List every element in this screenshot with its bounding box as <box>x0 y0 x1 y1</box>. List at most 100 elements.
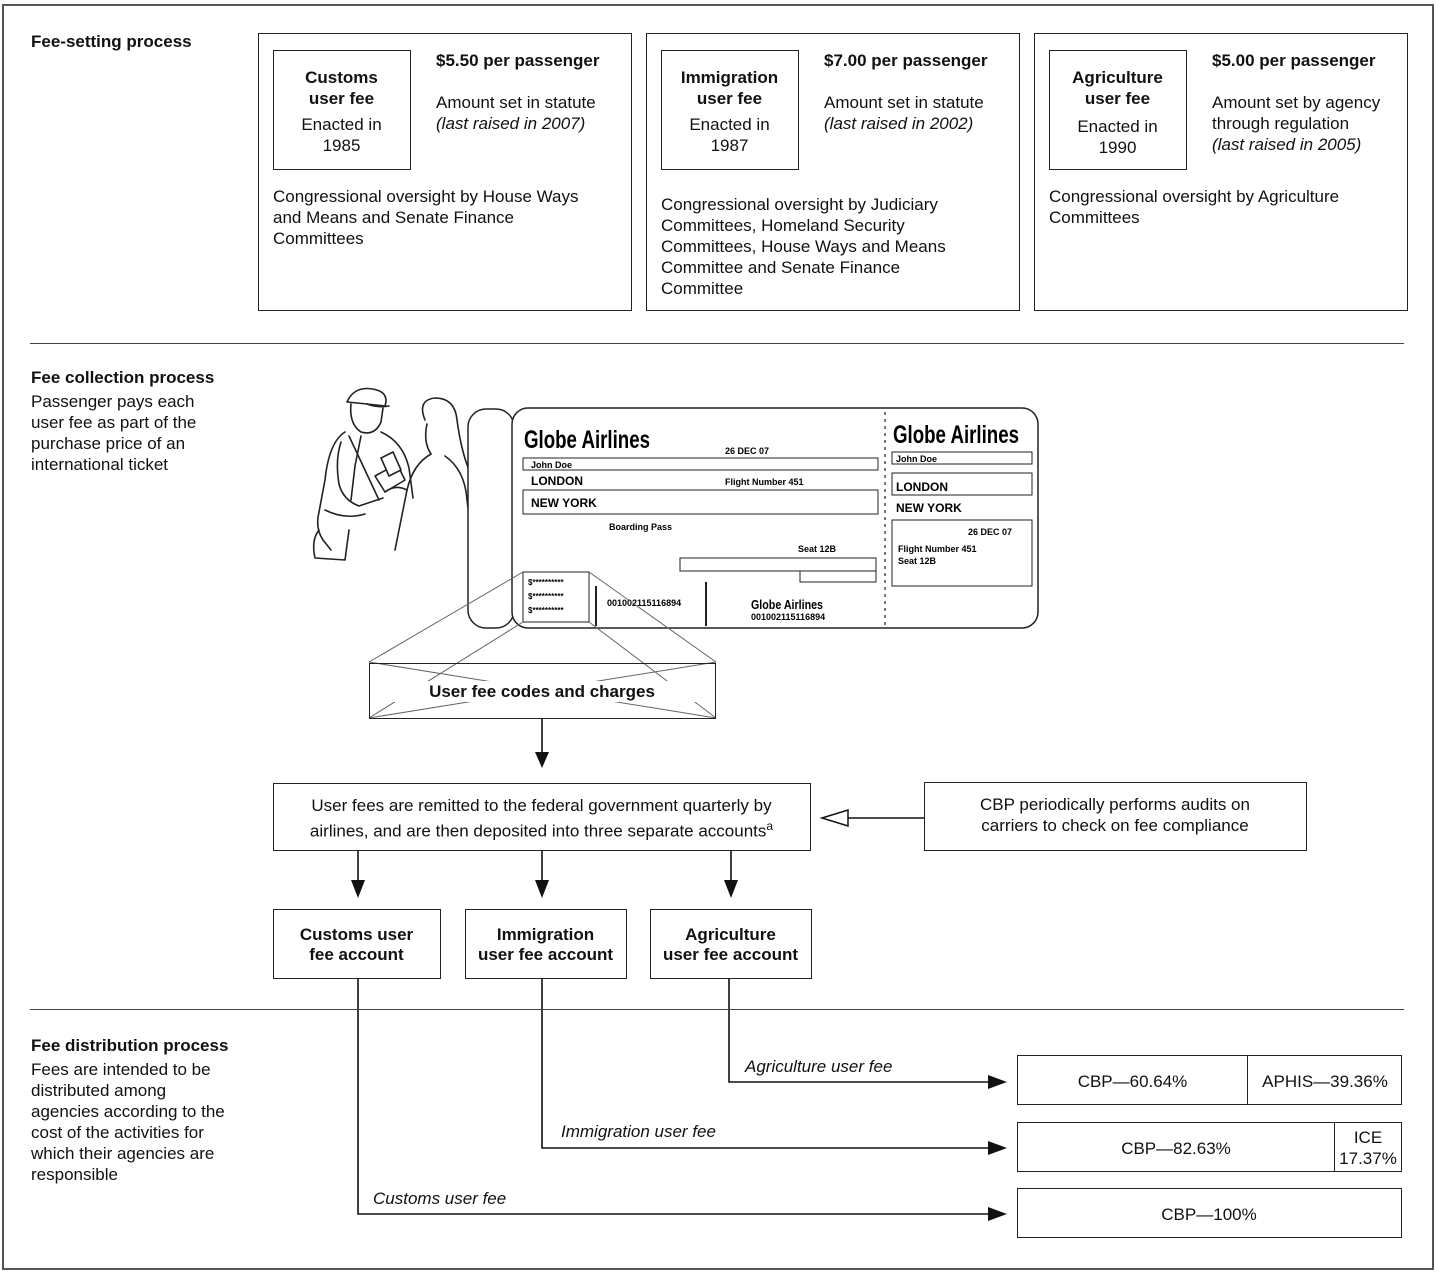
immigration-oversight-4: Committee and Senate Finance <box>661 258 901 277</box>
agriculture-fee-name-2: user fee <box>1084 89 1151 108</box>
customs-fee-name-1: Customs <box>305 68 378 87</box>
customs-cbp-share: CBP—100% <box>1161 1205 1257 1224</box>
agriculture-fee-name-1: Agriculture <box>1072 68 1163 87</box>
customs-oversight-1: Congressional oversight by House Ways <box>273 187 579 206</box>
immigration-fee-panel: Immigration user fee Enacted in 1987 $7.… <box>646 33 1020 311</box>
audit-line-2: carriers to check on fee compliance <box>981 816 1249 835</box>
agriculture-oversight-1: Congressional oversight by Agriculture <box>1049 187 1340 206</box>
agriculture-enacted-year: 1990 <box>1098 138 1137 157</box>
remit-box: User fees are remitted to the federal go… <box>273 783 811 851</box>
agriculture-account-2: user fee account <box>662 945 799 964</box>
agriculture-enacted-label: Enacted in <box>1077 117 1158 136</box>
fee-setting-title: Fee-setting process <box>31 32 192 51</box>
collection-desc-1: Passenger pays each <box>31 392 195 411</box>
immigration-split-divider <box>1334 1123 1335 1171</box>
ticket-boarding-pass: Boarding Pass <box>609 522 672 532</box>
customs-fee-panel: Customs user fee Enacted in 1985 $5.50 p… <box>258 33 632 311</box>
immigration-fee-basis: Amount set in statute <box>824 93 984 112</box>
ticket-fee-line-1: $********** <box>528 578 564 587</box>
ticket-to-main: NEW YORK <box>531 496 597 510</box>
agriculture-aphis-share: APHIS—39.36% <box>1262 1072 1388 1091</box>
immigration-oversight-2: Committees, Homeland Security <box>661 216 905 235</box>
distribution-desc-4: cost of the activities for <box>31 1123 204 1142</box>
ticket-body <box>511 407 1039 629</box>
customs-fee-name-2: user fee <box>308 89 375 108</box>
customs-account-box: Customs user fee account <box>273 909 441 979</box>
customs-fee-amount: $5.50 per passenger <box>436 51 600 70</box>
ticket-agent-illustration <box>312 387 472 561</box>
customs-fee-name-box: Customs user fee Enacted in 1985 <box>273 50 411 170</box>
agriculture-fee-basis-2: through regulation <box>1212 114 1350 133</box>
remit-line-2: airlines, and are then deposited into th… <box>309 821 767 841</box>
ticket-number-main: 001002115116894 <box>607 598 681 608</box>
customs-split-bar: CBP—100% <box>1017 1188 1402 1238</box>
immigration-fee-amount: $7.00 per passenger <box>824 51 988 70</box>
agriculture-cbp-share: CBP—60.64% <box>1077 1072 1188 1091</box>
immigration-oversight-1: Congressional oversight by Judiciary <box>661 195 938 214</box>
ticket-airline-stub: Globe Airlines <box>893 421 1019 449</box>
immigration-cbp-share: CBP—82.63% <box>1121 1139 1231 1158</box>
immigration-ice-share: 17.37% <box>1339 1149 1397 1168</box>
immigration-split-bar: CBP—82.63% ICE 17.37% <box>1017 1122 1402 1172</box>
immigration-account-box: Immigration user fee account <box>465 909 627 979</box>
ticket-airline-small: Globe Airlines <box>751 597 823 612</box>
ticket-flight-main: Flight Number 451 <box>725 477 804 487</box>
section-divider-1 <box>30 343 1404 344</box>
immigration-account-2: user fee account <box>477 945 614 964</box>
customs-oversight-3: Committees <box>273 229 364 248</box>
immigration-flow-label: Immigration user fee <box>561 1122 716 1141</box>
section-divider-2 <box>30 1009 1404 1010</box>
distribution-desc-1: Fees are intended to be <box>31 1060 211 1079</box>
agriculture-fee-name-box: Agriculture user fee Enacted in 1990 <box>1049 50 1187 170</box>
customs-oversight-2: and Means and Senate Finance <box>273 208 515 227</box>
agriculture-flow-label: Agriculture user fee <box>745 1057 893 1076</box>
customs-account-1: Customs user <box>299 925 414 944</box>
ticket-to-stub: NEW YORK <box>896 501 962 515</box>
distribution-desc-2: distributed among <box>31 1081 167 1100</box>
ticket-airline-main: Globe Airlines <box>524 426 650 454</box>
ticket-flight-stub: Flight Number 451 <box>898 544 977 554</box>
ticket-seat-main: Seat 12B <box>798 544 837 554</box>
user-fee-codes-label: User fee codes and charges <box>370 681 714 702</box>
immigration-enacted-label: Enacted in <box>689 115 770 134</box>
ticket-seat-stub: Seat 12B <box>898 556 937 566</box>
figure-frame <box>2 4 1434 1270</box>
immigration-fee-raised: (last raised in 2002) <box>824 114 974 133</box>
ticket-from-main: LONDON <box>531 474 583 488</box>
customs-enacted-year: 1985 <box>322 136 361 155</box>
distribution-desc-3: agencies according to the <box>31 1102 225 1121</box>
customs-account-2: fee account <box>309 945 404 964</box>
customs-fee-raised: (last raised in 2007) <box>436 114 586 133</box>
immigration-fee-name-box: Immigration user fee Enacted in 1987 <box>661 50 799 170</box>
airline-ticket: Globe Airlines 26 DEC 07 John Doe LONDON… <box>467 407 1039 629</box>
immigration-enacted-year: 1987 <box>710 136 749 155</box>
immigration-oversight-3: Committees, House Ways and Means <box>661 237 946 256</box>
agriculture-split-divider <box>1247 1056 1248 1104</box>
ticket-number-small: 001002115116894 <box>751 612 825 622</box>
remit-line-1: User fees are remitted to the federal go… <box>311 796 772 815</box>
ticket-fee-line-3: $********** <box>528 606 564 615</box>
fee-collection-title: Fee collection process <box>31 368 215 387</box>
ticket-passenger-main: John Doe <box>531 460 572 470</box>
audit-line-1: CBP periodically performs audits on <box>980 795 1250 814</box>
immigration-fee-name-2: user fee <box>696 89 763 108</box>
ticket-date-stub: 26 DEC 07 <box>968 527 1012 537</box>
agriculture-fee-raised: (last raised in 2005) <box>1212 135 1362 154</box>
agriculture-account-box: Agriculture user fee account <box>650 909 812 979</box>
agriculture-fee-basis-1: Amount set by agency <box>1212 93 1381 112</box>
agriculture-oversight-2: Committees <box>1049 208 1140 227</box>
ticket-passenger-stub: John Doe <box>896 454 937 464</box>
user-fee-codes-box: User fee codes and charges <box>369 663 716 719</box>
agriculture-fee-amount: $5.00 per passenger <box>1212 51 1376 70</box>
collection-desc-4: international ticket <box>31 455 169 474</box>
customs-fee-basis: Amount set in statute <box>436 93 596 112</box>
ticket-fee-line-2: $********** <box>528 592 564 601</box>
agriculture-split-bar: CBP—60.64% APHIS—39.36% <box>1017 1055 1402 1105</box>
ticket-fee-codes-area <box>522 571 590 623</box>
customs-enacted-label: Enacted in <box>301 115 382 134</box>
immigration-ice-label: ICE <box>1353 1128 1383 1147</box>
ticket-from-stub: LONDON <box>896 480 948 494</box>
agriculture-fee-panel: Agriculture user fee Enacted in 1990 $5.… <box>1034 33 1408 311</box>
immigration-account-1: Immigration <box>496 925 595 944</box>
